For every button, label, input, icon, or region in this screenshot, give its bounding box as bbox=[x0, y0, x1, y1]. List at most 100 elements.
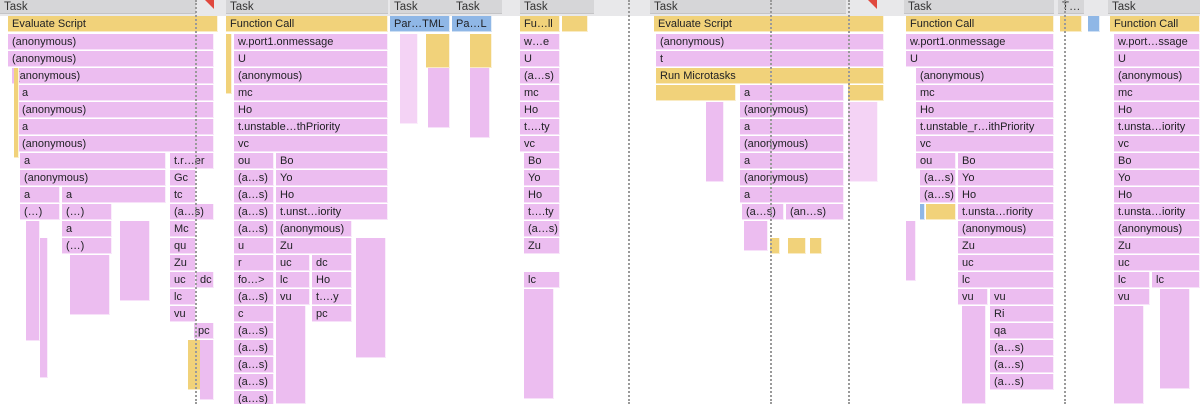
flame-bar[interactable]: (a…s) bbox=[234, 170, 274, 186]
flame-bar[interactable]: ou bbox=[916, 153, 956, 169]
flame-sliver[interactable] bbox=[706, 102, 724, 182]
task-header[interactable]: Task bbox=[452, 0, 502, 14]
flame-sliver[interactable] bbox=[470, 34, 492, 68]
task-header[interactable]: Task bbox=[390, 0, 452, 14]
flame-bar[interactable]: t.r…er bbox=[170, 153, 214, 169]
flame-bar[interactable]: w…e bbox=[520, 34, 560, 50]
flame-sliver[interactable] bbox=[226, 34, 232, 94]
flame-bar[interactable]: lc bbox=[170, 289, 196, 305]
flame-bar[interactable]: Yo bbox=[276, 170, 388, 186]
flame-bar[interactable]: Ri bbox=[990, 306, 1054, 322]
flame-sliver[interactable] bbox=[1114, 306, 1144, 404]
flame-sliver[interactable] bbox=[470, 68, 490, 138]
flame-bar[interactable] bbox=[1088, 16, 1100, 32]
flame-sliver[interactable] bbox=[400, 34, 418, 124]
flame-bar[interactable]: mc bbox=[1114, 85, 1200, 101]
flame-bar[interactable]: (a…s) bbox=[234, 374, 274, 390]
flame-bar[interactable]: (anonymous) bbox=[18, 102, 214, 118]
flame-bar[interactable]: tc bbox=[170, 187, 196, 203]
flame-bar[interactable]: (…) bbox=[20, 204, 60, 220]
flame-bar[interactable]: (a…s) bbox=[234, 391, 274, 404]
task-header[interactable]: Task bbox=[520, 0, 594, 14]
flame-bar[interactable]: (anonymous) bbox=[740, 136, 844, 152]
flame-bar[interactable]: (a…s) bbox=[742, 204, 784, 220]
flame-bar[interactable]: Zu bbox=[170, 255, 196, 271]
flame-bar[interactable]: Bo bbox=[276, 153, 388, 169]
flame-sliver[interactable] bbox=[14, 68, 19, 158]
flame-bar[interactable]: (…) bbox=[62, 238, 112, 254]
flame-sliver[interactable] bbox=[428, 68, 450, 128]
flame-bar[interactable]: Pa…L bbox=[452, 16, 492, 32]
flame-bar[interactable]: lc bbox=[276, 272, 310, 288]
flame-bar[interactable]: U bbox=[906, 51, 1054, 67]
task-header[interactable]: Task bbox=[226, 0, 388, 14]
flame-bar[interactable]: t.unst…iority bbox=[276, 204, 388, 220]
flame-bar[interactable]: U bbox=[1114, 51, 1200, 67]
flame-bar[interactable]: Yo bbox=[958, 170, 1054, 186]
flame-bar[interactable]: (anonymous) bbox=[916, 68, 1054, 84]
flame-bar[interactable]: (anonymous) bbox=[958, 221, 1054, 237]
flame-sliver[interactable] bbox=[40, 238, 48, 378]
flame-bar[interactable]: fo…> bbox=[234, 272, 274, 288]
flame-sliver[interactable] bbox=[920, 204, 925, 220]
flame-bar[interactable]: w.port…ssage bbox=[1114, 34, 1200, 50]
flame-bar[interactable]: (anonymous) bbox=[18, 136, 214, 152]
flame-sliver[interactable] bbox=[848, 102, 878, 182]
flame-bar[interactable]: Evaluate Script bbox=[654, 16, 884, 32]
flame-sliver[interactable] bbox=[962, 306, 986, 404]
flame-bar[interactable]: w.port1.onmessage bbox=[906, 34, 1054, 50]
flame-bar[interactable]: a bbox=[18, 119, 214, 135]
flame-sliver[interactable] bbox=[200, 340, 214, 400]
flame-bar[interactable]: Ho bbox=[1114, 187, 1200, 203]
flame-bar[interactable]: Mc bbox=[170, 221, 196, 237]
flame-bar[interactable]: (a…s) bbox=[234, 289, 274, 305]
flame-bar[interactable]: (a…s) bbox=[234, 204, 274, 220]
flame-bar[interactable]: ou bbox=[234, 153, 274, 169]
flame-bar[interactable]: t….ty bbox=[520, 119, 560, 135]
flame-bar[interactable]: vc bbox=[1114, 136, 1200, 152]
flame-bar[interactable]: (anonymous) bbox=[276, 221, 352, 237]
flame-bar[interactable]: (a…s) bbox=[920, 187, 956, 203]
flame-bar[interactable]: (anonymous) bbox=[12, 68, 214, 84]
flame-bar[interactable]: vu bbox=[990, 289, 1054, 305]
flame-bar[interactable]: (a…s) bbox=[990, 374, 1054, 390]
flame-bar[interactable]: Ho bbox=[234, 102, 388, 118]
flame-bar[interactable]: (a…s) bbox=[234, 221, 274, 237]
flame-bar[interactable]: (anonymous) bbox=[1114, 221, 1200, 237]
flame-bar[interactable]: vu bbox=[958, 289, 988, 305]
flame-bar[interactable]: (a…s) bbox=[234, 323, 274, 339]
flame-bar[interactable] bbox=[562, 16, 588, 32]
flame-bar[interactable]: mc bbox=[520, 85, 560, 101]
flame-bar[interactable]: U bbox=[520, 51, 560, 67]
flame-bar[interactable]: Gc bbox=[170, 170, 196, 186]
flame-bar[interactable]: (a…s) bbox=[990, 357, 1054, 373]
flame-bar[interactable]: Evaluate Script bbox=[8, 16, 218, 32]
flame-bar[interactable]: vu bbox=[170, 306, 196, 322]
flame-bar[interactable]: Zu bbox=[276, 238, 352, 254]
flame-bar[interactable]: t.unstable…thPriority bbox=[234, 119, 388, 135]
flame-bar[interactable]: (a…s) bbox=[170, 204, 214, 220]
flame-bar[interactable]: (a…s) bbox=[234, 340, 274, 356]
flame-bar[interactable]: Function Call bbox=[1110, 16, 1200, 32]
flame-bar[interactable]: lc bbox=[1114, 272, 1150, 288]
flame-bar[interactable]: lc bbox=[1152, 272, 1200, 288]
flame-bar[interactable]: Par…TML bbox=[390, 16, 450, 32]
flame-bar[interactable]: (a…s) bbox=[524, 221, 560, 237]
flame-sliver[interactable] bbox=[524, 289, 554, 399]
flame-bar[interactable]: Function Call bbox=[906, 16, 1054, 32]
flame-bar[interactable]: a bbox=[20, 153, 166, 169]
flame-bar[interactable]: (anonymous) bbox=[20, 170, 166, 186]
task-header[interactable]: T… bbox=[1058, 0, 1084, 14]
flame-bar[interactable]: vc bbox=[234, 136, 388, 152]
flame-bar[interactable]: Ho bbox=[916, 102, 1054, 118]
flame-bar[interactable]: a bbox=[740, 153, 844, 169]
flame-sliver[interactable] bbox=[770, 238, 780, 254]
flame-bar[interactable]: mc bbox=[234, 85, 388, 101]
flame-sliver[interactable] bbox=[26, 221, 40, 341]
flame-bar[interactable]: Function Call bbox=[226, 16, 388, 32]
flame-bar[interactable]: a bbox=[62, 221, 112, 237]
flame-bar[interactable]: dc bbox=[312, 255, 352, 271]
flame-bar[interactable]: c bbox=[234, 306, 274, 322]
flame-bar[interactable]: a bbox=[740, 187, 844, 203]
flame-bar[interactable]: lc bbox=[524, 272, 560, 288]
